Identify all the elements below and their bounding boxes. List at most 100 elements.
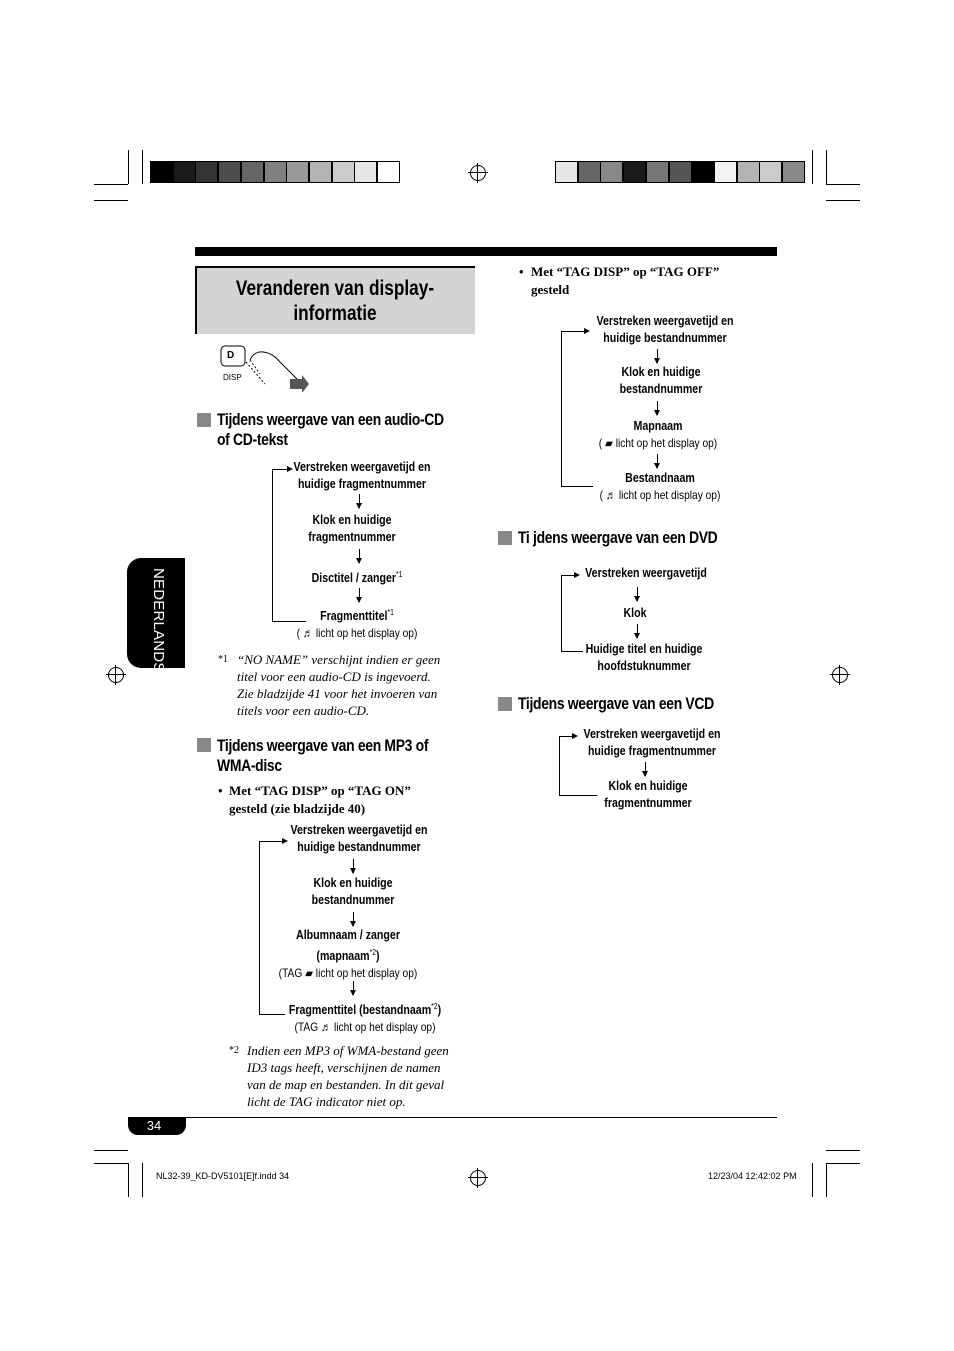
section-mp3-heading-line1: Tijdens weergave van een MP3 of bbox=[217, 736, 428, 756]
color-swatch bbox=[691, 161, 714, 183]
loop-line bbox=[259, 1014, 285, 1015]
down-arrow-icon bbox=[637, 587, 638, 601]
dvd-step-2: Klok bbox=[550, 605, 720, 622]
tagoff-step-1-line1: Verstreken weergavetijd en bbox=[580, 313, 750, 330]
section-audio-heading-line1: Tijdens weergave van een audio-CD bbox=[217, 410, 444, 430]
audio-footnote-line3: Zie bladzijde 41 voor het invoeren van bbox=[237, 685, 440, 702]
dvd-step-1-line1: Verstreken weergavetijd bbox=[561, 565, 731, 582]
tagoff-step-2: Klok en huidige bestandnummer bbox=[576, 364, 746, 398]
section-dvd-heading: Ti jdens weergave van een DVD bbox=[518, 528, 717, 548]
down-arrow-icon bbox=[657, 349, 658, 363]
tagoff-step-1-line2: huidige bestandnummer bbox=[580, 330, 750, 347]
down-arrow-icon bbox=[353, 859, 354, 873]
color-swatch bbox=[578, 161, 601, 183]
tagoff-step-2-line1: Klok en huidige bbox=[576, 364, 746, 381]
loop-line bbox=[561, 575, 575, 576]
audio-step-2-line1: Klok en huidige bbox=[267, 512, 437, 529]
section-audio-square bbox=[197, 413, 211, 427]
loop-line bbox=[259, 841, 283, 842]
down-arrow-icon bbox=[359, 494, 360, 508]
mp3-step-3-line1: Albumnaam / zanger bbox=[263, 927, 433, 944]
down-arrow-icon bbox=[645, 762, 646, 776]
loop-line bbox=[561, 331, 562, 486]
footer-date: 12/23/04 12:42:02 PM bbox=[708, 1171, 797, 1181]
mp3-step-3-note: (TAG ▰ licht op het display op) bbox=[263, 965, 433, 982]
audio-step-2: Klok en huidige fragmentnummer bbox=[267, 512, 437, 546]
mp3-footnote-line4: licht de TAG indicator niet op. bbox=[247, 1093, 449, 1110]
audio-step-3-text: Disctitel / zanger bbox=[312, 571, 396, 585]
loop-line bbox=[272, 469, 273, 621]
color-swatch bbox=[600, 161, 623, 183]
language-tab: NEDERLANDS bbox=[127, 558, 185, 668]
loop-arrow-icon bbox=[584, 328, 590, 334]
mp3-step-4-text: Fragmenttitel (bestandnaam bbox=[289, 1003, 431, 1017]
audio-footnote: *1 “NO NAME” verschijnt indien er geen t… bbox=[218, 651, 440, 719]
registration-mark-icon bbox=[470, 165, 486, 181]
registration-mark-icon bbox=[832, 667, 848, 683]
loop-arrow-icon bbox=[572, 733, 578, 739]
dvd-step-3: Huidige titel en huidige hoofdstuknummer bbox=[559, 641, 729, 675]
tagoff-bullet: • Met “TAG DISP” op “TAG OFF” gesteld bbox=[519, 263, 719, 299]
page-title-line2: informatie bbox=[222, 301, 448, 326]
section-dvd-square bbox=[498, 531, 512, 545]
mp3-step-4-note: (TAG ♬ licht op het display op) bbox=[280, 1019, 450, 1036]
mp3-step-3-line2: (mapnaam bbox=[316, 949, 369, 963]
page-title-line1: Veranderen van display- bbox=[222, 276, 448, 301]
top-rule bbox=[195, 247, 777, 256]
color-swatch bbox=[555, 161, 578, 183]
registration-mark-icon bbox=[108, 667, 124, 683]
tagoff-step-1: Verstreken weergavetijd en huidige besta… bbox=[580, 313, 750, 347]
tagoff-step-4: Bestandnaam ( ♬ licht op het display op) bbox=[575, 470, 745, 504]
audio-footnote-line4: titels voor een audio-CD. bbox=[237, 702, 440, 719]
loop-line bbox=[561, 651, 583, 652]
audio-step-4-sup: *1 bbox=[387, 608, 393, 617]
mp3-footnote: *2 Indien een MP3 of WMA-bestand geen ID… bbox=[229, 1042, 449, 1110]
loop-line bbox=[561, 331, 585, 332]
color-swatch bbox=[195, 161, 218, 183]
audio-step-3-sup: *1 bbox=[396, 570, 402, 579]
color-swatch bbox=[309, 161, 332, 183]
audio-step-2-line2: fragmentnummer bbox=[267, 529, 437, 546]
mp3-step-2-line1: Klok en huidige bbox=[268, 875, 438, 892]
down-arrow-icon bbox=[657, 401, 658, 415]
audio-footnote-line1: “NO NAME” verschijnt indien er geen bbox=[237, 651, 440, 668]
color-swatch bbox=[218, 161, 241, 183]
disp-button-illustration: D DISP bbox=[220, 340, 315, 392]
dvd-step-3-line1: Huidige titel en huidige bbox=[559, 641, 729, 658]
vcd-step-1-line1: Verstreken weergavetijd en bbox=[567, 726, 737, 743]
down-arrow-icon bbox=[353, 981, 354, 995]
mp3-footnote-line2: ID3 tags heeft, verschijnen de namen bbox=[247, 1059, 449, 1076]
loop-line bbox=[272, 469, 288, 470]
mp3-footnote-line3: van de map en bestanden. In dit geval bbox=[247, 1076, 449, 1093]
tagoff-step-4-note: ( ♬ licht op het display op) bbox=[575, 487, 745, 504]
mp3-step-1-line2: huidige bestandnummer bbox=[274, 839, 444, 856]
loop-line bbox=[259, 841, 260, 1014]
dvd-step-1: Verstreken weergavetijd bbox=[561, 565, 731, 582]
page-number-tab: 34 bbox=[128, 1117, 186, 1135]
tagoff-step-3-note: ( ▰ licht op het display op) bbox=[573, 435, 743, 452]
audio-step-1-line2: huidige fragmentnummer bbox=[277, 476, 447, 493]
color-swatch bbox=[714, 161, 737, 183]
loop-line bbox=[272, 621, 306, 622]
down-arrow-icon bbox=[359, 588, 360, 602]
section-mp3-heading: Tijdens weergave van een MP3 of WMA-disc bbox=[217, 736, 428, 776]
mp3-bullet: • Met “TAG DISP” op “TAG ON” gesteld (zi… bbox=[218, 782, 411, 818]
section-vcd-square bbox=[498, 697, 512, 711]
section-audio-heading-line2: of CD-tekst bbox=[217, 430, 444, 450]
disp-key-letter: D bbox=[227, 350, 234, 361]
mp3-footnote-mark: *2 bbox=[229, 1042, 239, 1059]
mp3-step-2-line2: bestandnummer bbox=[268, 892, 438, 909]
color-swatch bbox=[150, 161, 173, 183]
loop-line bbox=[561, 486, 593, 487]
finger-press-icon bbox=[220, 340, 315, 392]
audio-footnote-line2: titel voor een audio-CD is ingevoerd. bbox=[237, 668, 440, 685]
tagoff-step-3: Mapnaam ( ▰ licht op het display op) bbox=[573, 418, 743, 452]
color-swatch bbox=[646, 161, 669, 183]
loop-line bbox=[559, 736, 573, 737]
vcd-step-1-line2: huidige fragmentnummer bbox=[567, 743, 737, 760]
audio-footnote-mark: *1 bbox=[218, 651, 228, 668]
audio-step-3: Disctitel / zanger*1 bbox=[272, 566, 442, 587]
color-swatch bbox=[623, 161, 646, 183]
tagoff-bullet-dot: • bbox=[519, 263, 524, 281]
vcd-step-1: Verstreken weergavetijd en huidige fragm… bbox=[567, 726, 737, 760]
